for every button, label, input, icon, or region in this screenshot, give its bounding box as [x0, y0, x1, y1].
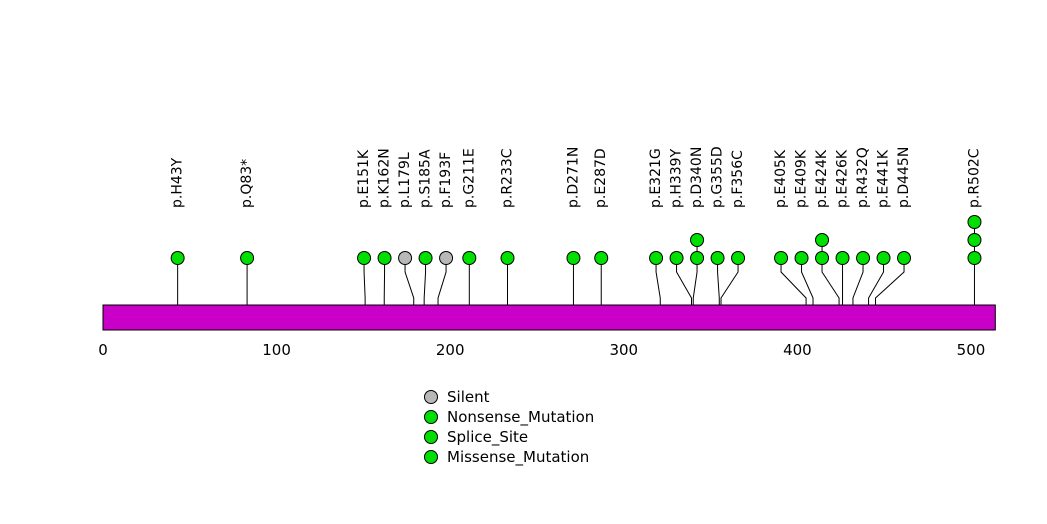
lollipop-circle	[690, 233, 705, 247]
mutation-label: p.H339Y	[669, 148, 685, 208]
legend-swatch-icon	[424, 430, 438, 444]
mutation-label: p.R432Q	[855, 147, 871, 208]
lollipop-stem	[437, 258, 447, 305]
mutation-label: p.Q83*	[239, 159, 255, 208]
mutation-label: p.H43Y	[170, 157, 186, 208]
legend-swatch-icon	[424, 450, 438, 464]
mutation-label: p.E321G	[648, 148, 664, 208]
mutation-label: p.R502C	[966, 148, 982, 208]
lollipop-stem	[852, 258, 864, 305]
lollipop-circle	[731, 251, 746, 265]
lollipop-stem	[717, 258, 720, 305]
mutation-label: p.E287D	[593, 148, 609, 208]
lollipop-circle	[500, 251, 515, 265]
lollipop-circle	[357, 251, 372, 265]
lollipop-circle	[462, 251, 477, 265]
mutation-label: p.F193F	[438, 152, 454, 208]
lollipop-circle	[398, 251, 413, 265]
lollipop-circle	[566, 251, 581, 265]
legend: SilentNonsense_MutationSplice_SiteMissen…	[424, 388, 594, 467]
lollipop-stem	[692, 240, 698, 305]
lollipop-circle	[856, 251, 871, 265]
mutation-label: p.G211E	[461, 148, 477, 208]
lollipop-circle	[835, 251, 850, 265]
lollipop-stem	[875, 258, 905, 305]
lollipop-stem	[780, 258, 807, 305]
legend-label: Silent	[447, 388, 490, 406]
lollipop-circle	[649, 251, 664, 265]
axis-tick-label: 100	[262, 341, 291, 359]
lollipop-circle	[774, 251, 789, 265]
mutation-label: p.F356C	[730, 150, 746, 208]
mutation-label: p.E441K	[876, 149, 892, 208]
lollipop-circle	[170, 251, 185, 265]
mutation-label: p.D445N	[896, 147, 912, 208]
lollipop-circle	[377, 251, 392, 265]
mutation-label: p.E151K	[356, 149, 372, 208]
lollipop-stem	[720, 258, 739, 305]
legend-label: Splice_Site	[447, 428, 528, 447]
mutation-label: p.D340N	[689, 147, 705, 208]
lollipop-circle	[876, 251, 891, 265]
mutation-label: p.E426K	[835, 149, 851, 208]
lollipop-circle	[967, 233, 982, 247]
lollipop-circle	[710, 251, 725, 265]
lollipop-circle	[690, 251, 705, 265]
mutation-label: p.K162N	[377, 148, 393, 208]
mutation-label: p.G355D	[710, 146, 726, 208]
mutation-label: p.E409K	[794, 149, 810, 208]
lollipop-circle	[418, 251, 433, 265]
mutation-label: p.R233C	[499, 148, 515, 208]
lollipop-stem	[821, 240, 840, 305]
lollipop-circle	[594, 251, 609, 265]
lollipop-stem	[676, 258, 693, 305]
legend-label: Nonsense_Mutation	[447, 408, 594, 427]
legend-swatch-icon	[424, 410, 438, 424]
lollipop-stem	[655, 258, 661, 305]
axis-tick-label: 300	[609, 341, 638, 359]
lollipop-circle	[815, 233, 830, 247]
lollipop-circle	[967, 251, 982, 265]
mutation-label: p.L179L	[397, 152, 413, 208]
lollipop-circle	[669, 251, 684, 265]
lollipop-stem	[423, 258, 427, 305]
lollipop-stem	[801, 258, 814, 305]
lollipop-circle	[439, 251, 454, 265]
mutation-label: p.D271N	[565, 147, 581, 208]
axis-tick-label: 0	[98, 341, 108, 359]
lollipop-stem	[404, 258, 415, 305]
legend-label: Missense_Mutation	[447, 448, 589, 467]
axis-tick-label: 500	[957, 341, 986, 359]
mutation-label: p.S185A	[418, 149, 434, 208]
legend-swatch-icon	[424, 390, 438, 404]
mutation-label: p.E405K	[773, 149, 789, 208]
lollipop-circle	[967, 215, 982, 229]
lollipop-stem	[363, 258, 366, 305]
axis-tick-label: 400	[783, 341, 812, 359]
lollipop-circle	[815, 251, 830, 265]
lollipop-circle	[897, 251, 912, 265]
lollipop-circle	[794, 251, 809, 265]
lollipop-circle	[240, 251, 255, 265]
mutation-label: p.E424K	[814, 149, 830, 208]
axis-tick-label: 200	[436, 341, 465, 359]
protein-bar	[102, 304, 996, 331]
